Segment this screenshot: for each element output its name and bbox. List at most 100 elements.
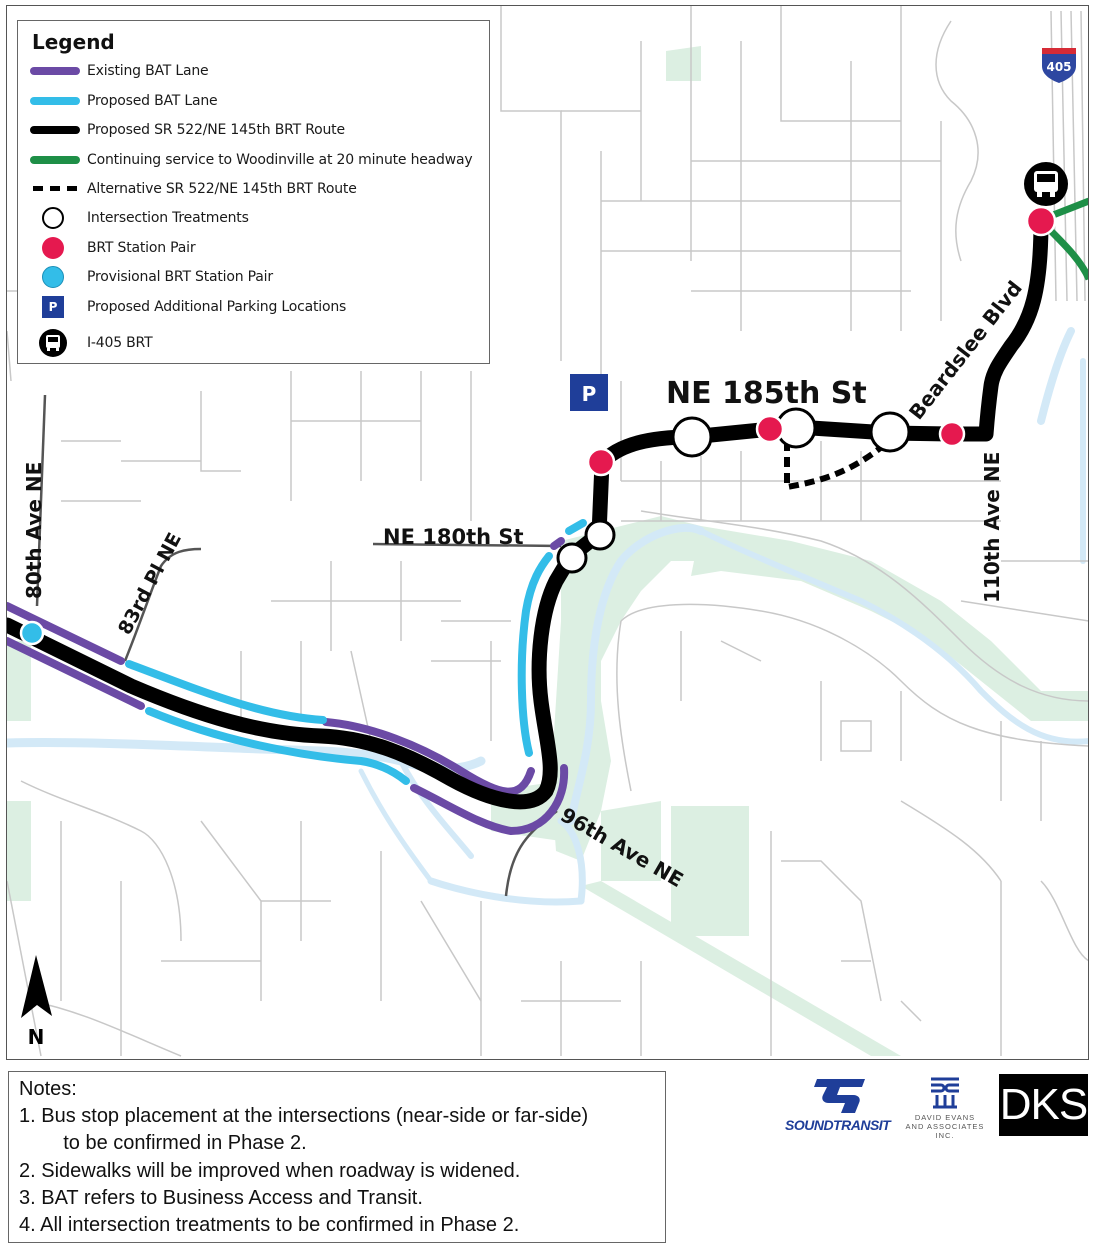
alternative-brt-route[interactable] [784, 438, 891, 491]
brt-station-pair [586, 447, 616, 477]
interstate-number: 405 [1046, 60, 1071, 74]
station-circle-icon [42, 237, 64, 259]
road [616, 620, 632, 792]
road [20, 780, 182, 942]
road [620, 603, 1088, 747]
label-110th-ave-ne: 110th Ave NE [980, 452, 1004, 603]
intersection-treatments[interactable] [556, 407, 911, 574]
note-line: 1. Bus stop placement at the intersectio… [19, 1105, 589, 1127]
sound-transit-wordmark: SOUNDTRANSIT [785, 1117, 891, 1133]
road [780, 6, 901, 122]
road [640, 510, 1088, 702]
parking-icon: P [42, 296, 64, 318]
i405-brt-bus-icon[interactable] [1024, 162, 1068, 206]
legend-label: BRT Station Pair [87, 240, 196, 256]
legend-label: Proposed BAT Lane [87, 93, 218, 109]
existing-bat-lanes[interactable] [7, 537, 569, 836]
brt-station-pairs[interactable] [586, 205, 1057, 477]
intersection-treatment [584, 519, 616, 551]
interstate-405-shield: 405 [1042, 48, 1076, 83]
road [960, 600, 1088, 622]
sound-transit-mark-icon [814, 1079, 865, 1113]
brt-station-pair [938, 420, 966, 448]
legend-item-proposed-bat-lane: Proposed BAT Lane [18, 90, 488, 112]
note-line: 2. Sidewalks will be improved when roadw… [19, 1160, 521, 1182]
notes-title: Notes: [19, 1078, 77, 1100]
intersection-treatment [671, 416, 713, 458]
legend-item-existing-bat-lane: Existing BAT Lane [18, 60, 488, 82]
woodinville-swatch [30, 156, 80, 164]
legend-label: Provisional BRT Station Pair [87, 269, 273, 285]
provisional-brt-station-pairs[interactable] [19, 620, 45, 646]
legend-label: Existing BAT Lane [87, 63, 209, 79]
note-line: 3. BAT refers to Business Access and Tra… [19, 1187, 423, 1209]
intersection-treatment [556, 542, 588, 574]
legend-item-proposed-brt-route: Proposed SR 522/NE 145th BRT Route [18, 119, 488, 141]
legend-label: Proposed SR 522/NE 145th BRT Route [87, 122, 345, 138]
existing-bat-lane-swatch [30, 67, 80, 75]
road [720, 640, 762, 662]
legend-title: Legend [32, 30, 115, 54]
proposed-bat-lane-swatch [30, 97, 80, 105]
intersection-circle-icon [42, 207, 64, 229]
map-canvas[interactable]: 405 P NE 185th St NE 180th St Beardslee … [7, 6, 1089, 1060]
north-arrow: N [21, 955, 52, 1049]
woodinville-service[interactable] [1046, 197, 1089, 281]
david-evans-logo: DAVID EVANS AND ASSOCIATES INC. [895, 1075, 995, 1140]
legend-item-alternative-brt-route: Alternative SR 522/NE 145th BRT Route [18, 178, 488, 200]
road [781, 860, 882, 1002]
legend-label: Alternative SR 522/NE 145th BRT Route [87, 181, 357, 197]
proposed-bat-lanes[interactable] [125, 519, 587, 785]
brt-route[interactable] [7, 213, 1049, 810]
legend-item-parking: P Proposed Additional Parking Locations [18, 296, 488, 318]
parking-glyph: P [582, 382, 597, 406]
road [7, 330, 12, 382]
dashed-line-swatch [30, 178, 80, 200]
label-80th-ave-ne: 80th Ave NE [22, 462, 46, 599]
road [900, 800, 1002, 882]
brt-route-swatch [30, 126, 80, 134]
bus-icon [30, 329, 80, 357]
david-evans-mark-icon [931, 1077, 959, 1109]
legend-label: Proposed Additional Parking Locations [87, 299, 347, 315]
legend-item-i405-brt: I-405 BRT [18, 329, 488, 357]
road [200, 820, 262, 1001]
legend-item-provisional-station: Provisional BRT Station Pair [18, 266, 488, 288]
brt-station-pair [1025, 205, 1057, 237]
legend-item-woodinville-service: Continuing service to Woodinville at 20 … [18, 149, 488, 171]
legend-item-intersection-treatments: Intersection Treatments [18, 207, 488, 229]
road [935, 20, 979, 262]
road [900, 1000, 922, 1022]
label-ne-180th-st: NE 180th St [383, 525, 524, 549]
brt-station-pair [755, 414, 785, 444]
legend-panel: Legend Existing BAT Lane Proposed BAT La… [17, 20, 490, 364]
legend-label: Intersection Treatments [87, 210, 249, 226]
road [1040, 880, 1088, 962]
sound-transit-logo: SOUNDTRANSIT [785, 1075, 891, 1135]
note-line: to be confirmed in Phase 2. [41, 1132, 307, 1154]
road [500, 6, 562, 201]
road [30, 1000, 182, 1057]
park-areas [7, 46, 1088, 1056]
dks-logo: DKS [999, 1074, 1088, 1136]
map-frame[interactable]: 405 P NE 185th St NE 180th St Beardslee … [6, 5, 1089, 1060]
legend-label: I-405 BRT [87, 335, 153, 351]
road [7, 880, 42, 1057]
road [1080, 10, 1086, 302]
label-83rd-pl-ne: 83rd Pl NE [114, 529, 186, 638]
label-ne-185th-st: NE 185th St [666, 376, 867, 411]
road [420, 900, 482, 1002]
road [200, 391, 241, 472]
provisional-station-circle-icon [42, 266, 64, 288]
notes-panel: Notes: 1. Bus stop placement at the inte… [8, 1071, 666, 1243]
parking-location[interactable]: P [570, 374, 608, 411]
intersection-treatment [869, 411, 911, 453]
david-evans-line1: DAVID EVANS [914, 1113, 976, 1122]
david-evans-line2: AND ASSOCIATES INC. [905, 1122, 985, 1140]
road [840, 720, 872, 752]
legend-item-brt-station-pair: BRT Station Pair [18, 237, 488, 259]
provisional-brt-station-pair [19, 620, 45, 646]
legend-label: Continuing service to Woodinville at 20 … [87, 152, 473, 168]
north-label: N [28, 1025, 45, 1049]
note-line: 4. All intersection treatments to be con… [19, 1214, 520, 1236]
